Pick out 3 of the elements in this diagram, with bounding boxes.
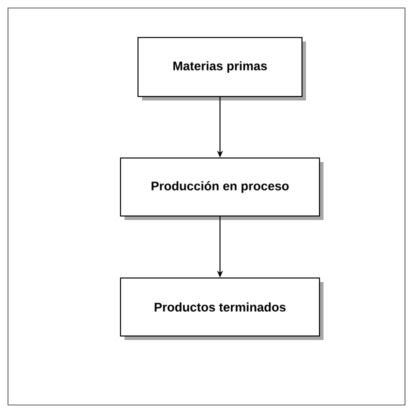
process-box: Materias primas (138, 37, 306, 100)
process-box: Producción en proceso (120, 158, 324, 220)
process-box: Productos terminados (120, 278, 324, 340)
